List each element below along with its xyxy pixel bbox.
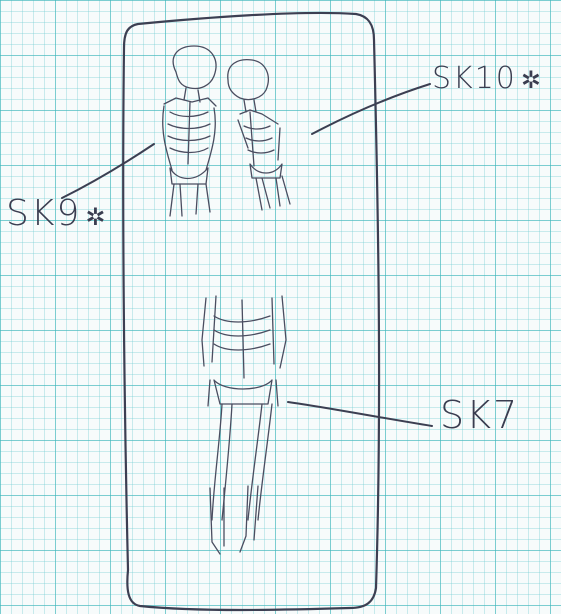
skeleton-sk10 bbox=[228, 60, 290, 210]
leader-line-sk7 bbox=[288, 402, 432, 426]
leader-line-sk9 bbox=[62, 144, 154, 198]
label-sk9: SK9✲ bbox=[6, 196, 107, 232]
asterisk-mark-icon: ✲ bbox=[521, 66, 543, 94]
label-sk7-text: SK7 bbox=[440, 393, 519, 437]
leader-line-sk10 bbox=[312, 84, 430, 134]
skeleton-sk7 bbox=[202, 296, 286, 554]
skeleton-sk9 bbox=[163, 46, 216, 216]
label-sk10-text: SK10 bbox=[432, 61, 517, 96]
label-sk9-text: SK9 bbox=[6, 193, 81, 234]
grave-outline bbox=[123, 13, 379, 610]
label-sk10: SK10✲ bbox=[432, 64, 543, 94]
label-sk7: SK7 bbox=[440, 396, 519, 434]
asterisk-mark-icon: ✲ bbox=[85, 203, 107, 231]
